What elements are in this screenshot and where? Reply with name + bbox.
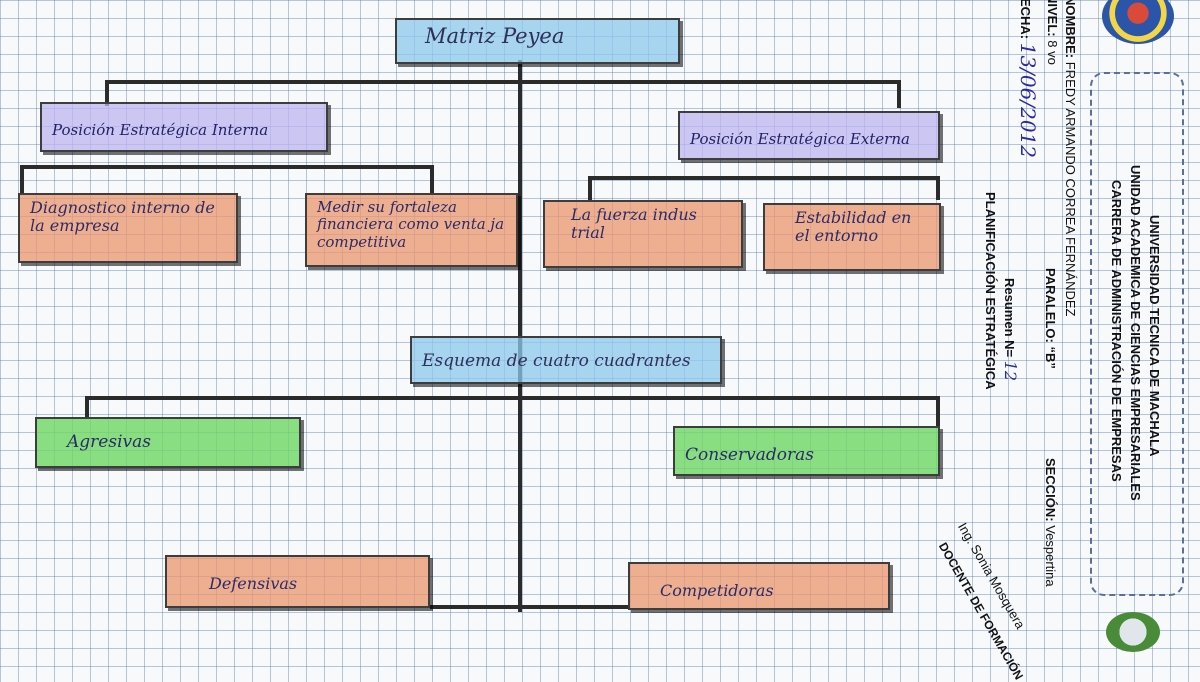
financial-strength-box: Medir su fortaleza financiera como venta… [305, 193, 518, 267]
student-name-label: NOMBRE: [1063, 0, 1078, 59]
section-value: Vespertina [1043, 525, 1058, 587]
connector-left-sub-bar [20, 165, 434, 169]
date-value: 13/06/2012 [1016, 42, 1040, 159]
level-value: 8 vo [1045, 40, 1060, 65]
institution-header-frame [1090, 72, 1184, 596]
summary-value: 12 [1001, 360, 1020, 382]
industrial-force-box: La fuerza indus trial [543, 200, 743, 268]
conservative-strategy-box: Conservadoras [673, 426, 940, 476]
parallel-label: PARALELO: [1043, 268, 1058, 343]
competitive-strategy-label: Competidoras [660, 581, 774, 600]
student-name-line: NOMBRE: FREDY ARMANDO CORREA FERNÁNDEZ [1063, 0, 1078, 316]
connector-left-sub-drop-1 [20, 165, 24, 195]
subject-name: PLANIFICACIÓN ESTRATÉGICA [983, 192, 998, 390]
university-name: UNIVERSIDAD TECNICA DE MACHALA [1147, 215, 1162, 456]
connector-mid-bar [85, 396, 940, 400]
level-line: NIVEL: 8 vo [1045, 0, 1060, 65]
section-line: SECCIÓN: Vespertina [1043, 458, 1058, 587]
academic-unit-text: UNIDAD ACADEMICA DE CIENCIAS EMPRESARIAL… [1128, 165, 1143, 501]
connector-right-drop [897, 80, 901, 108]
university-seal-icon [1102, 0, 1174, 44]
connector-right-sub-bar [588, 176, 940, 180]
competitive-strategy-box: Competidoras [628, 562, 890, 610]
four-quadrant-scheme-label: Esquema de cuatro cuadrantes [422, 351, 691, 371]
graph-paper-sheet: Matriz Peyea Posición Estratégica Intern… [18, 0, 1184, 682]
connector-left-sub-drop-2 [430, 165, 434, 195]
aggressive-strategy-label: Agresivas [67, 432, 151, 452]
parallel-value: “B” [1043, 346, 1058, 369]
career-name: CARRERA DE ADMINISTRACIÓN DE EMPRESAS [1109, 180, 1124, 482]
environment-stability-box: Estabilidad en el entorno [763, 203, 941, 271]
student-name-value: FREDY ARMANDO CORREA FERNÁNDEZ [1063, 61, 1078, 317]
industrial-force-label: La fuerza indus trial [571, 205, 697, 243]
university-name-text: UNIVERSIDAD TECNICA DE MACHALA [1147, 215, 1162, 457]
internal-diagnosis-box: Diagnostico interno de la empresa [18, 193, 238, 263]
career-name-text: CARRERA DE ADMINISTRACIÓN DE EMPRESAS [1109, 180, 1124, 482]
connector-mid-right-drop [936, 396, 940, 426]
defensive-strategy-box: Defensivas [165, 555, 430, 608]
connector-mid-left-drop [85, 396, 89, 418]
internal-position-label: Posición Estratégica Interna [52, 121, 269, 139]
date-label: FECHA: [1018, 0, 1033, 40]
subject-name-text: PLANIFICACIÓN ESTRATÉGICA [983, 192, 998, 390]
four-quadrant-scheme-box: Esquema de cuatro cuadrantes [410, 336, 722, 384]
internal-position-box: Posición Estratégica Interna [40, 102, 328, 152]
connector-right-sub-drop-1 [588, 176, 592, 200]
defensive-strategy-label: Defensivas [209, 574, 298, 593]
date-line: FECHA: 13/06/2012 [1016, 0, 1040, 158]
summary-label: Resumen N= [1002, 278, 1017, 358]
aggressive-strategy-box: Agresivas [35, 417, 301, 468]
faculty-seal-icon [1106, 612, 1160, 652]
financial-strength-label: Medir su fortaleza financiera como venta… [317, 198, 505, 251]
connector-right-sub-drop-2 [936, 176, 940, 200]
connector-top-bar [105, 80, 901, 84]
root-concept-label: Matriz Peyea [425, 24, 565, 48]
environment-stability-label: Estabilidad en el entorno [795, 208, 912, 246]
academic-unit-name: UNIDAD ACADEMICA DE CIENCIAS EMPRESARIAL… [1128, 165, 1143, 501]
external-position-label: Posición Estratégica Externa [690, 130, 910, 148]
external-position-box: Posición Estratégica Externa [678, 111, 940, 160]
parallel-line: PARALELO: “B” [1043, 268, 1058, 369]
internal-diagnosis-label: Diagnostico interno de la empresa [30, 198, 215, 236]
section-label: SECCIÓN: [1043, 458, 1058, 522]
level-label: NIVEL: [1045, 0, 1060, 37]
connector-left-drop [105, 80, 109, 106]
connector-bottom-bar [430, 605, 630, 609]
root-concept-box: Matriz Peyea [395, 18, 680, 64]
summary-line: Resumen N= 12 [1001, 278, 1020, 381]
conservative-strategy-label: Conservadoras [685, 445, 814, 465]
